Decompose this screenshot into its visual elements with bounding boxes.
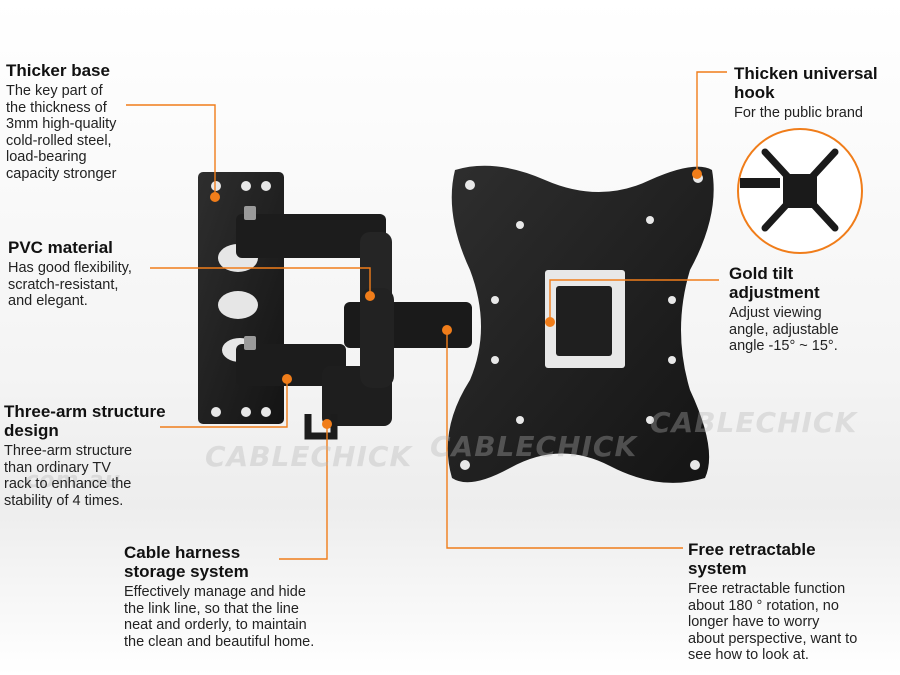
desc-line: Adjust viewing (729, 305, 822, 321)
watermark-2: CABLECHICK (430, 430, 638, 463)
title-line: Thicken universal (734, 64, 878, 83)
desc-line: scratch-resistant, (8, 276, 119, 293)
desc-line: angle -15° ~ 15°. (729, 338, 838, 354)
watermark-1: CABLECHICK (205, 440, 413, 473)
desc-line: the link line, so that the line (124, 600, 299, 617)
title-line: design (4, 421, 59, 440)
title-line: Three-arm structure (4, 402, 166, 421)
callout-free-retractable: Free retractable system Free retractable… (688, 540, 893, 664)
title-line: Free retractable (688, 540, 816, 559)
callout-desc: Has good flexibility, scratch-resistant,… (8, 260, 178, 310)
leader-dots (210, 169, 702, 429)
vesa-plate (447, 165, 714, 483)
callout-title: Cable harness storage system (124, 543, 364, 581)
title-line: Gold tilt (729, 264, 794, 283)
desc-line: load-bearing (6, 149, 87, 165)
arms (236, 206, 472, 440)
callout-title: Thicken universal hook (734, 64, 899, 102)
desc-line: stability of 4 times. (4, 492, 124, 509)
desc-line: about 180 ° rotation, no (688, 597, 839, 614)
desc-line: The key part of (6, 83, 103, 99)
wall-plate (198, 172, 284, 424)
desc-line: see how to look at. (688, 647, 809, 663)
desc-line: For the public brand (734, 105, 863, 121)
callout-universal-hook: Thicken universal hook For the public br… (734, 64, 899, 122)
desc-line: the clean and beautiful home. (124, 633, 315, 650)
watermark-4: .com.au (16, 468, 122, 493)
desc-line: Effectively manage and hide (124, 584, 306, 600)
desc-line: the thickness of (6, 99, 107, 116)
callout-title: Thicker base (6, 61, 110, 80)
callout-desc: Free retractable function about 180 ° ro… (688, 581, 893, 664)
desc-line: rack to enhance the (4, 476, 132, 492)
desc-line: Free retractable function (688, 581, 846, 597)
callout-desc: Effectively manage and hide the link lin… (124, 584, 364, 650)
desc-line: longer have to worry (688, 614, 820, 630)
callout-desc: For the public brand (734, 105, 899, 122)
callout-desc: Three-arm structure than ordinary TV rac… (4, 443, 204, 509)
desc-line: neat and orderly, to maintain (124, 617, 307, 633)
desc-line: 3mm high-quality (6, 116, 117, 132)
callout-title: Free retractable system (688, 540, 893, 578)
desc-line: Three-arm structure (4, 443, 133, 459)
callout-thicker-base: Thicker base The key part of the thickne… (6, 61, 186, 182)
callout-title: Gold tilt adjustment (729, 264, 894, 302)
title-line: Cable harness (124, 543, 241, 562)
desc-line: and elegant. (8, 293, 88, 309)
callout-desc: The key part of the thickness of 3mm hig… (6, 83, 186, 182)
callout-three-arm: Three-arm structure design Three-arm str… (4, 402, 204, 509)
leader-lines (126, 71, 727, 560)
watermark-3: CABLECHICK (650, 406, 858, 439)
title-line: storage system (124, 562, 249, 581)
title-line: system (688, 559, 747, 578)
desc-line: cold-rolled steel, (6, 132, 112, 149)
title-line: hook (734, 83, 775, 102)
desc-line: capacity stronger (6, 165, 117, 182)
callout-title: Three-arm structure design (4, 402, 204, 440)
callout-title: PVC material (8, 238, 113, 257)
callout-gold-tilt: Gold tilt adjustment Adjust viewing angl… (729, 264, 894, 355)
callout-desc: Adjust viewing angle, adjustable angle -… (729, 305, 894, 355)
desc-line: than ordinary TV (4, 459, 111, 476)
callout-cable-harness: Cable harness storage system Effectively… (124, 543, 364, 650)
callout-pvc-material: PVC material Has good flexibility, scrat… (8, 238, 178, 310)
hook-inset (737, 128, 863, 254)
desc-line: about perspective, want to (688, 630, 858, 647)
title-line: adjustment (729, 283, 820, 302)
desc-line: Has good flexibility, (8, 260, 132, 276)
desc-line: angle, adjustable (729, 321, 839, 338)
